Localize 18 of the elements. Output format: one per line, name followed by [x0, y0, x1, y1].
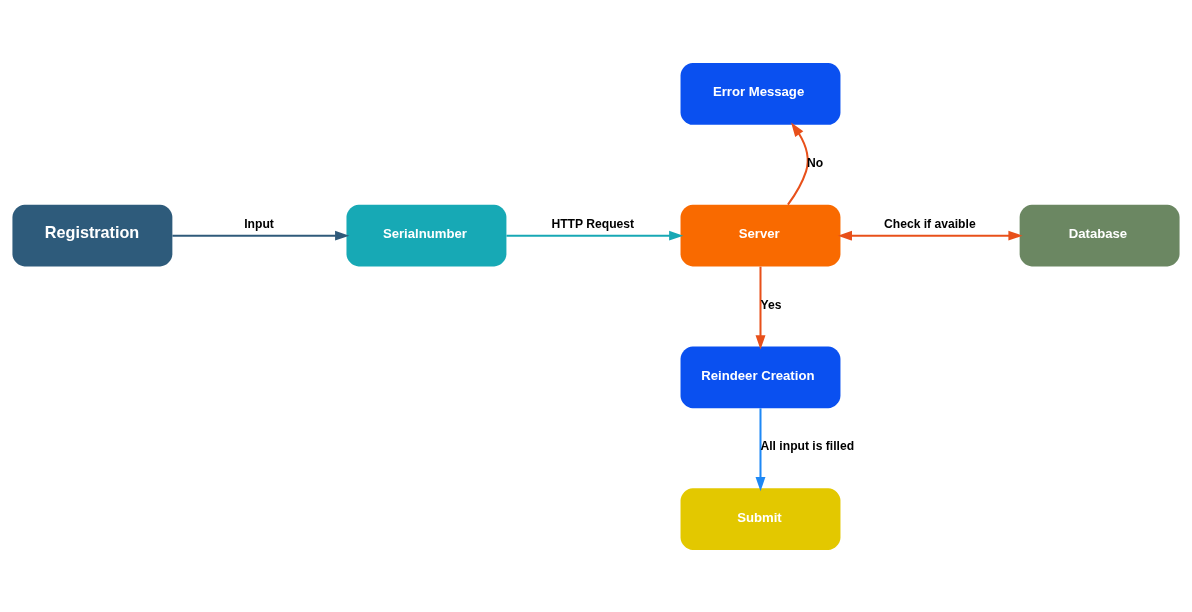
edge-label: All input is filled: [760, 438, 855, 453]
edge-label: Yes: [760, 297, 782, 312]
node-box: Error Message: [680, 62, 841, 125]
node-box: Reindeer Creation: [680, 346, 841, 408]
arrow: [755, 407, 766, 491]
edge-label: HTTP Request: [551, 216, 635, 231]
edge-label: Check if avaible: [883, 216, 976, 231]
arrow: [755, 266, 766, 349]
node-box: Database: [1019, 204, 1180, 266]
node-box: Submit: [680, 487, 841, 550]
arrow: [787, 122, 809, 205]
edge-label: Input: [244, 216, 274, 231]
node-box: Registration: [12, 204, 173, 266]
arrow: [837, 230, 1023, 241]
arrow: [172, 230, 350, 241]
arrow: [506, 230, 684, 241]
node-box: Server: [680, 204, 841, 266]
node-box: Serialnumber: [346, 204, 507, 266]
